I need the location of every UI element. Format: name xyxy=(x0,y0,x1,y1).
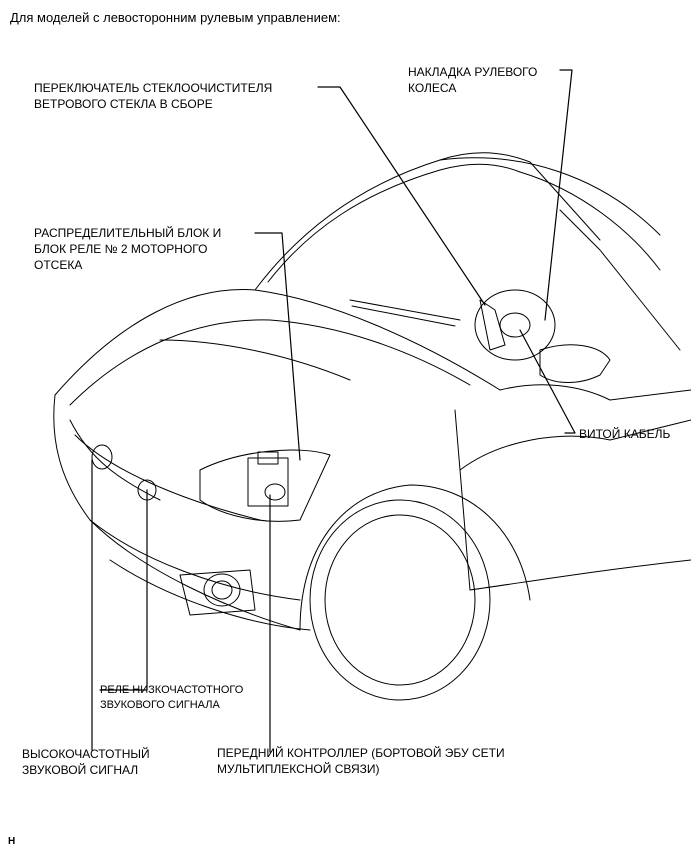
label-front-controller-2: МУЛЬТИПЛЕКСНОЙ СВЯЗИ) xyxy=(217,762,380,776)
label-high-horn-2: ЗВУКОВОЙ СИГНАЛ xyxy=(22,763,139,777)
label-low-horn-relay-1: РЕЛЕ НИЗКОЧАСТОТНОГО xyxy=(100,684,244,696)
label-front-controller-1: ПЕРЕДНИЙ КОНТРОЛЛЕР (БОРТОВОЙ ЭБУ СЕТИ xyxy=(217,746,505,760)
label-wiper-switch-1: ПЕРЕКЛЮЧАТЕЛЬ СТЕКЛООЧИСТИТЕЛЯ xyxy=(34,81,273,95)
label-steering-pad-2: КОЛЕСА xyxy=(408,81,457,95)
car-body xyxy=(53,152,691,701)
label-wiper-switch-2: ВЕТРОВОГО СТЕКЛА В СБОРЕ xyxy=(34,97,213,111)
label-steering-pad-1: НАКЛАДКА РУЛЕВОГО xyxy=(408,65,538,79)
label-relay-block-2: БЛОК РЕЛЕ № 2 МОТОРНОГО xyxy=(34,242,208,256)
label-low-horn-relay-2: ЗВУКОВОГО СИГНАЛА xyxy=(100,699,220,711)
leader-lines xyxy=(91,69,576,753)
footer-code: H xyxy=(8,836,16,847)
label-high-horn-1: ВЫСОКОЧАСТОТНЫЙ xyxy=(22,747,150,761)
label-relay-block-3: ОТСЕКА xyxy=(34,258,83,272)
label-relay-block-1: РАСПРЕДЕЛИТЕЛЬНЫЙ БЛОК И xyxy=(34,226,222,240)
label-spiral-cable: ВИТОЙ КАБЕЛЬ xyxy=(579,427,671,441)
page-header: Для моделей с левосторонним рулевым упра… xyxy=(10,10,341,25)
